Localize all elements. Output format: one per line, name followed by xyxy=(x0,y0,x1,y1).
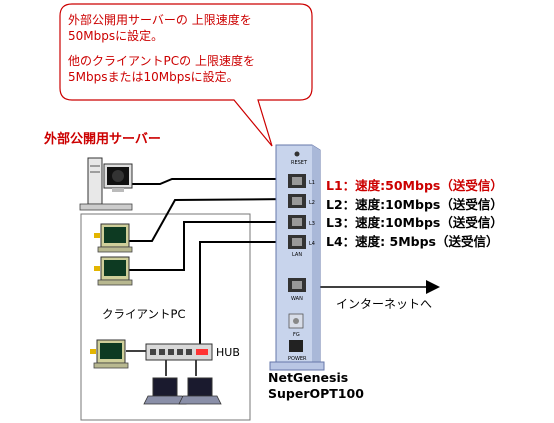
client-group-box xyxy=(80,213,251,421)
lan-port-4: L4 xyxy=(288,235,315,249)
router-name: NetGenesis SuperOPT100 xyxy=(268,370,364,402)
svg-text:L2: L2 xyxy=(309,200,315,206)
lan-label: LAN xyxy=(292,252,302,258)
port-speed-l4: L4：速度: 5Mbps（送受信） xyxy=(326,233,499,249)
router-name-line2: SuperOPT100 xyxy=(268,386,364,401)
svg-text:L1: L1 xyxy=(309,180,315,186)
fg-label: FG xyxy=(293,332,300,338)
callout-bubble xyxy=(59,3,313,147)
callout-text: 外部公開用サーバーの 上限速度を 50Mbpsに設定。 他のクライアントPCの … xyxy=(68,12,304,85)
port-speed-l2: L2：速度:10Mbps（送受信） xyxy=(326,196,503,212)
server-computer-icon xyxy=(79,157,133,211)
router-device: RESET L1 L2 L3 L4 LAN WAN FG POWER xyxy=(269,144,325,371)
client-pc-2-icon xyxy=(94,256,133,286)
server-label: 外部公開用サーバー xyxy=(44,132,161,147)
lan-port-1: L1 xyxy=(288,174,315,188)
callout-line-clients: 他のクライアントPCの 上限速度を 5Mbpsまたは10Mbpsに設定。 xyxy=(68,54,255,84)
reset-label: RESET xyxy=(291,160,308,166)
client-group-label: クライアントPC xyxy=(102,307,186,321)
laptop-1-icon xyxy=(143,377,187,405)
internet-label: インターネットへ xyxy=(336,297,433,311)
hub-cables xyxy=(126,350,197,376)
svg-text:L4: L4 xyxy=(309,241,315,247)
network-cables xyxy=(127,178,293,355)
lan-port-2: L2 xyxy=(288,194,315,208)
port-speed-l1: L1：速度:50Mbps（送受信） xyxy=(326,178,503,193)
wan-label: WAN xyxy=(291,296,303,302)
callout-line-server: 外部公開用サーバーの 上限速度を 50Mbpsに設定。 xyxy=(68,13,252,43)
lan-port-3: L3 xyxy=(288,215,315,229)
client-pc-3-icon xyxy=(90,339,129,369)
port-speed-l3: L3：速度:10Mbps（送受信） xyxy=(326,215,503,230)
client-pc-1-icon xyxy=(94,223,133,253)
hub-label: HUB xyxy=(216,346,240,359)
svg-text:L3: L3 xyxy=(309,221,315,227)
hub-icon xyxy=(145,343,213,361)
router-name-line1: NetGenesis xyxy=(268,370,349,385)
power-label: POWER xyxy=(288,356,307,362)
laptop-2-icon xyxy=(178,377,222,405)
port-speed-list: L1：速度:50Mbps（送受信） L2：速度:10Mbps（送受信） L3：速… xyxy=(326,177,503,251)
fg-terminal xyxy=(288,313,304,329)
power-jack xyxy=(289,340,303,352)
wan-port xyxy=(288,278,306,292)
